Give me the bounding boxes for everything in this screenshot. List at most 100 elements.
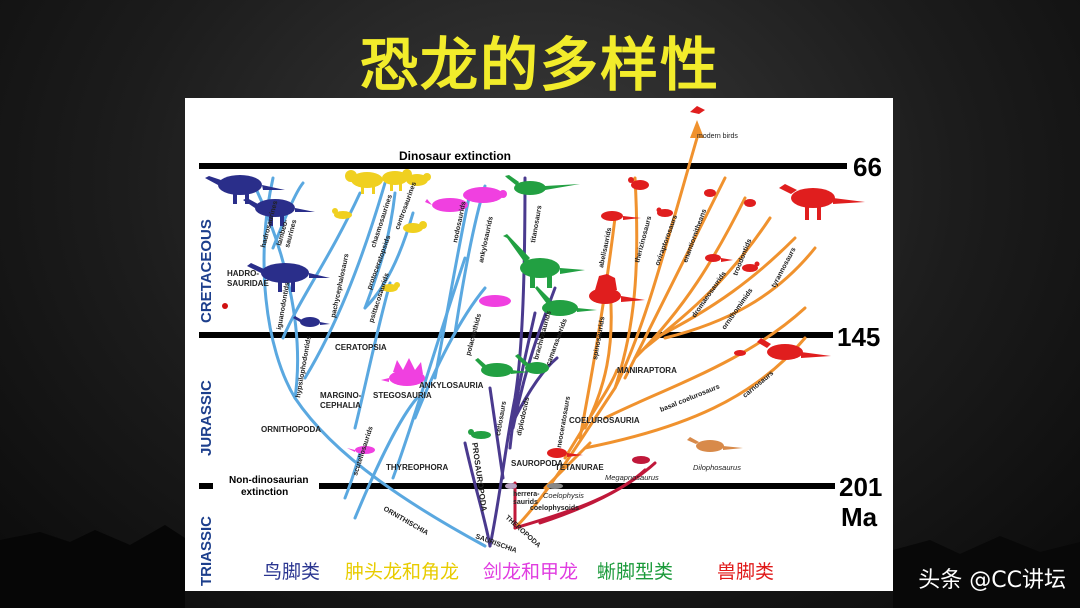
marginocephalia-label-2: CEPHALIA bbox=[320, 401, 361, 410]
ankylosauria-label: ANKYLOSAURIA bbox=[419, 381, 484, 390]
period-triassic: TRIASSIC bbox=[198, 516, 215, 586]
hadrosauridae-label-1: HADRO- bbox=[227, 269, 259, 278]
tyrannosaur-silhouette bbox=[779, 184, 865, 220]
ceratopsid-silhouette-3 bbox=[406, 173, 431, 186]
mountain-silhouette bbox=[0, 525, 1080, 608]
stegosaur-silhouette bbox=[381, 358, 425, 386]
modern-bird-silhouette bbox=[690, 106, 705, 114]
coelurosauria-label: COELUROSAURIA bbox=[569, 416, 640, 425]
marginocephalia-label-1: MARGINO- bbox=[320, 391, 362, 400]
dilophosaurus-silhouette bbox=[687, 437, 743, 452]
non-dinosaurian-label: Non-dinosaurian bbox=[229, 475, 308, 486]
nodosaur-silhouette bbox=[425, 198, 468, 212]
time-mark-145: 145 bbox=[837, 322, 880, 352]
ornithopoda-label: ORNITHOPODA bbox=[261, 425, 321, 434]
maniraptora-label: MANIRAPTORA bbox=[617, 366, 677, 375]
ceratopsian-silhouettes bbox=[332, 169, 431, 292]
period-jurassic: JURASSIC bbox=[198, 380, 215, 456]
oviraptor-silhouette bbox=[628, 177, 649, 190]
ceratopsia-label: CERATOPSIA bbox=[335, 343, 387, 352]
ornithomimids-label: ornithomimids bbox=[721, 287, 755, 331]
arrow-to-modern-birds bbox=[690, 120, 704, 138]
legend-theropods: 兽脚类 bbox=[717, 561, 774, 583]
sauropodomorph-silhouettes bbox=[468, 175, 597, 439]
legend: 鸟脚类 肿头龙和角龙 剑龙和甲龙 蜥脚型类 兽脚类 bbox=[263, 561, 774, 583]
oviraptorosaurs-label: oviraptorosaurs bbox=[654, 214, 679, 267]
titanosaurs-label: titanosaurs bbox=[530, 205, 543, 243]
coelophysis-label: Coelophysis bbox=[543, 491, 584, 500]
time-bar-201 bbox=[199, 483, 835, 489]
prosauropod-silhouette bbox=[468, 429, 491, 439]
legend-ornithopods: 鸟脚类 bbox=[263, 561, 320, 583]
carnosaur-silhouette bbox=[757, 338, 831, 360]
ornithischia-branches bbox=[249, 176, 487, 548]
dinosaur-extinction-label: Dinosaur extinction bbox=[399, 149, 511, 163]
cetiosaur-silhouette bbox=[475, 358, 529, 377]
enantiornitheans-label: enantiornitheans bbox=[682, 208, 708, 263]
dromaeosaurids-label: dromaeosaurids bbox=[691, 270, 728, 319]
extinction-label: extinction bbox=[241, 487, 288, 498]
time-mark-66: 66 bbox=[853, 152, 882, 182]
time-mark-201: 201 bbox=[839, 472, 882, 502]
brachiosaur-silhouette-1 bbox=[503, 234, 585, 288]
time-bar-145 bbox=[199, 332, 833, 338]
brachiosaur-silhouette-2 bbox=[535, 286, 597, 316]
thyreophoran-silhouettes bbox=[347, 187, 511, 454]
basal-coelurosaur-silhouette bbox=[734, 350, 746, 356]
protoceratopsid-silhouette bbox=[403, 221, 427, 233]
slide-title: 恐龙的多样性 bbox=[359, 31, 720, 99]
hadrosaur-silhouette-3 bbox=[247, 263, 330, 292]
spinosaur-silhouette bbox=[589, 274, 645, 304]
pachycephalosaur-silhouette bbox=[332, 208, 352, 219]
herrerasaurids-label-1: herrera- bbox=[513, 491, 540, 498]
watermark: 头条 @CC讲坛 bbox=[918, 568, 1066, 593]
carnosaurs-label: carnosaurs bbox=[742, 370, 775, 400]
theropod-silhouettes bbox=[547, 106, 865, 458]
thyreophora-label: THYREOPHORA bbox=[386, 463, 448, 472]
legend-pachycephalosaurs-ceratopsians: 肿头龙和角龙 bbox=[345, 561, 459, 583]
tyrannosaurs-label: tyrannosaurs bbox=[771, 246, 798, 289]
coelophysis-silhouette bbox=[547, 483, 563, 489]
coelophysoids-label: coelophysoids bbox=[530, 505, 579, 512]
time-bar-66 bbox=[199, 163, 847, 169]
scutellosaur-silhouette bbox=[347, 446, 375, 454]
iguanodontid-silhouette bbox=[293, 316, 330, 327]
troodontid-silhouette bbox=[704, 189, 716, 197]
dromaeosaur-silhouette bbox=[705, 254, 733, 262]
legend-sauropodomorphs: 蜥脚型类 bbox=[597, 561, 673, 583]
tetanurae-label: TETANURAE bbox=[555, 463, 604, 472]
ornithomimid-silhouette bbox=[742, 261, 760, 272]
psittacosaurid-silhouette bbox=[382, 282, 400, 292]
abelisaur-silhouette bbox=[601, 211, 641, 221]
hadrosauridae-marker bbox=[222, 303, 228, 309]
herrerasaurids-label-2: saurids bbox=[513, 499, 538, 506]
therizinosaur-silhouette bbox=[656, 207, 673, 217]
hadrosaur-silhouette-1 bbox=[205, 175, 285, 204]
period-cretaceous: CRETACEOUS bbox=[198, 219, 215, 323]
ceratopsid-silhouette-1 bbox=[345, 170, 383, 194]
enantiornithean-silhouette bbox=[744, 199, 756, 207]
stegosauria-label: STEGOSAURIA bbox=[373, 391, 432, 400]
sauropoda-label: SAUROPODA bbox=[511, 459, 563, 468]
ankylosaur-silhouette bbox=[463, 187, 507, 203]
ankylosaurids-label: ankylosaurids bbox=[478, 216, 495, 264]
megapnosaurus-silhouette bbox=[632, 456, 650, 464]
ornithopod-silhouettes bbox=[205, 175, 330, 327]
titanosaur-silhouette bbox=[505, 175, 580, 195]
protoceratopsids-label: protoceratopsids bbox=[366, 234, 392, 290]
herrerasaurid-silhouette bbox=[505, 483, 517, 489]
hadrosauridae-label-2: SAURIDAE bbox=[227, 279, 269, 288]
diplodocid-silhouette bbox=[515, 354, 549, 374]
dinosaur-phylogeny-figure: CRETACEOUS JURASSIC TRIASSIC Dinosaur ex… bbox=[185, 98, 893, 591]
spinosaurids-label: spinosaurids bbox=[592, 316, 606, 360]
cetiosaurs-label: cetiosaurs bbox=[495, 401, 508, 437]
hadrosaur-silhouette-2 bbox=[243, 198, 315, 226]
dilophosaurus-label: Dilophosaurus bbox=[693, 463, 741, 472]
legend-stegosaurs-ankylosaurs: 剑龙和甲龙 bbox=[483, 561, 578, 583]
neoceratosaur-silhouette bbox=[547, 448, 583, 458]
polacanthid-silhouette bbox=[479, 295, 511, 307]
megapnosaurus-label: Megapnosaurus bbox=[605, 473, 659, 482]
time-unit-ma: Ma bbox=[841, 502, 878, 532]
modern-birds-label: modern birds bbox=[697, 133, 738, 140]
theropoda-branches bbox=[513, 136, 817, 530]
